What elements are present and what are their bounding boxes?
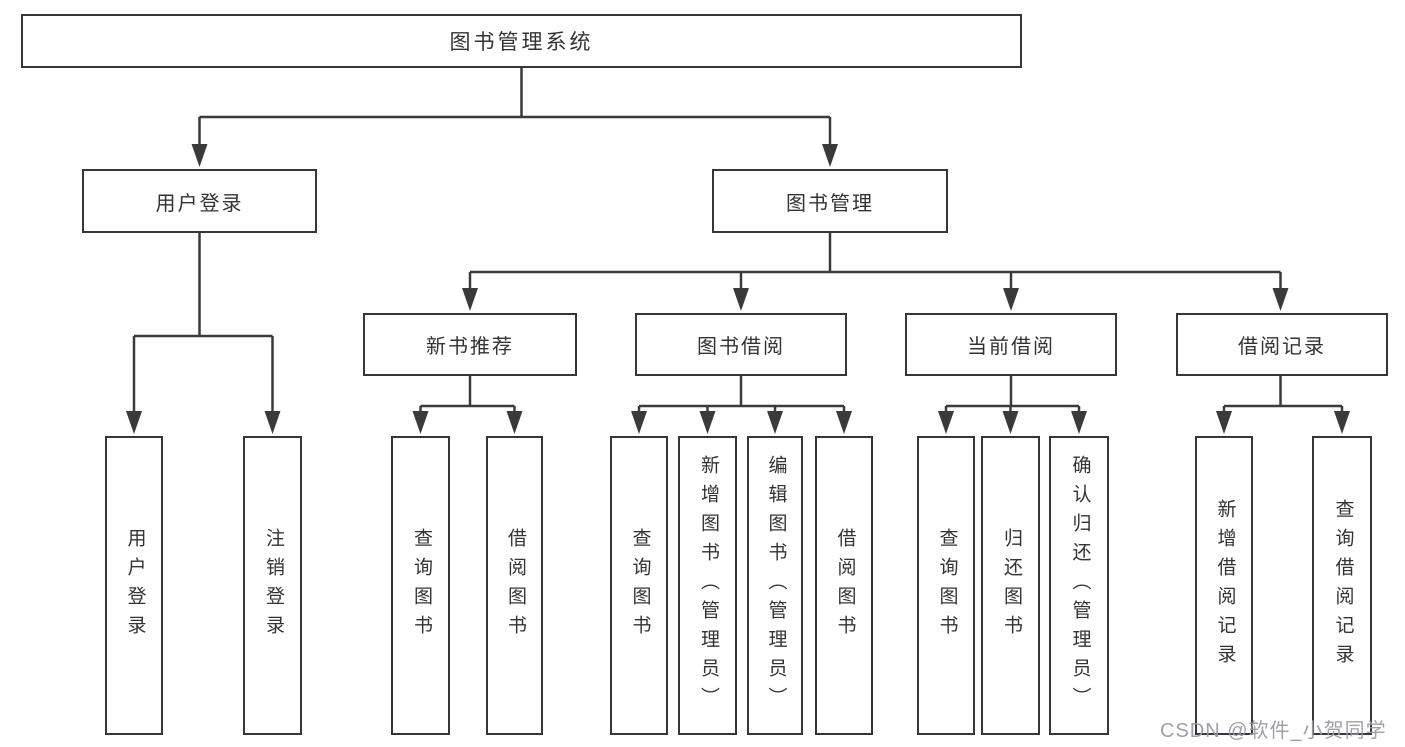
leaf-label: 新增借阅记录 [1214,498,1236,673]
leaf-edit-book-admin: 编辑图书（管理员） [747,436,803,735]
node-root: 图书管理系统 [21,14,1022,68]
leaf-logout-login: 注销登录 [243,436,302,735]
leaf-confirm-return-admin: 确认归还（管理员） [1049,436,1109,735]
arrowhead-leaf-add-record [1216,411,1232,434]
node-borrow-records: 借阅记录 [1176,313,1388,376]
arrowhead-leaf-borrow-book-2 [836,411,852,434]
leaf-label: 借阅图书 [834,527,856,644]
node-user-login: 用户登录 [82,169,317,233]
leaf-label: 查询图书 [936,527,958,644]
arrowhead-leaf-edit-book [767,411,783,434]
arrowhead-leaf-borrow-book-1 [506,411,523,434]
arrowhead-leaf-query-record [1334,411,1350,434]
arrowhead-book-borrow [733,288,749,311]
leaf-label: 查询图书 [410,527,432,644]
leaf-query-book-3: 查询图书 [917,436,975,735]
leaf-return-book: 归还图书 [981,436,1040,735]
csdn-watermark: CSDN @软件_小贺同学 [1160,720,1387,742]
connector-borrow-records-to-leaves [1222,376,1344,413]
node-book-management: 图书管理 [712,169,948,233]
arrowhead-user-login [191,144,208,167]
arrowhead-leaf-query-book-1 [412,411,429,434]
arrowhead-borrow-records [1272,288,1289,311]
leaf-label: 查询图书 [629,527,651,644]
connector-user-login-to-leaves [132,233,274,413]
arrowhead-leaf-logout [264,411,281,434]
leaf-label: 新增图书（管理员） [697,455,719,716]
connector-book-borrow-to-leaves [637,376,846,413]
leaf-user-login: 用户登录 [105,436,163,735]
arrowhead-leaf-return-book [1002,411,1019,434]
node-new-book-recommend: 新书推荐 [363,313,577,376]
arrowhead-leaf-user-login [126,411,142,434]
arrowhead-book-management [822,144,838,167]
connector-root-to-level2 [198,68,832,146]
leaf-label: 注销登录 [262,527,284,644]
node-current-borrow: 当前借阅 [905,313,1117,376]
leaf-label: 确认归还（管理员） [1069,455,1091,716]
leaf-label: 编辑图书（管理员） [765,455,787,716]
arrowhead-new-book-recommend [462,288,478,311]
leaf-query-book-1: 查询图书 [391,436,450,735]
arrowhead-leaf-confirm-return [1071,411,1087,434]
node-book-borrow: 图书借阅 [635,313,847,376]
arrowhead-leaf-query-book-3 [938,411,954,434]
connector-new-book-recommend-to-leaves [419,376,516,413]
leaf-label: 借阅图书 [504,527,526,644]
leaf-borrow-book-1: 借阅图书 [486,436,543,735]
leaf-borrow-book-2: 借阅图书 [815,436,873,735]
connector-book-management-to-level3 [468,233,1282,290]
arrowhead-leaf-add-book [699,411,716,434]
leaf-label: 用户登录 [124,527,146,644]
leaf-add-book-admin: 新增图书（管理员） [678,436,737,735]
arrowhead-leaf-query-book-2 [631,411,647,434]
leaf-label: 归还图书 [1000,527,1022,644]
leaf-query-borrow-record: 查询借阅记录 [1312,436,1372,735]
connector-current-borrow-to-leaves [944,376,1081,413]
leaf-add-borrow-record: 新增借阅记录 [1195,436,1253,735]
arrowhead-current-borrow [1003,288,1019,311]
leaf-query-book-2: 查询图书 [610,436,668,735]
leaf-label: 查询借阅记录 [1332,498,1354,673]
